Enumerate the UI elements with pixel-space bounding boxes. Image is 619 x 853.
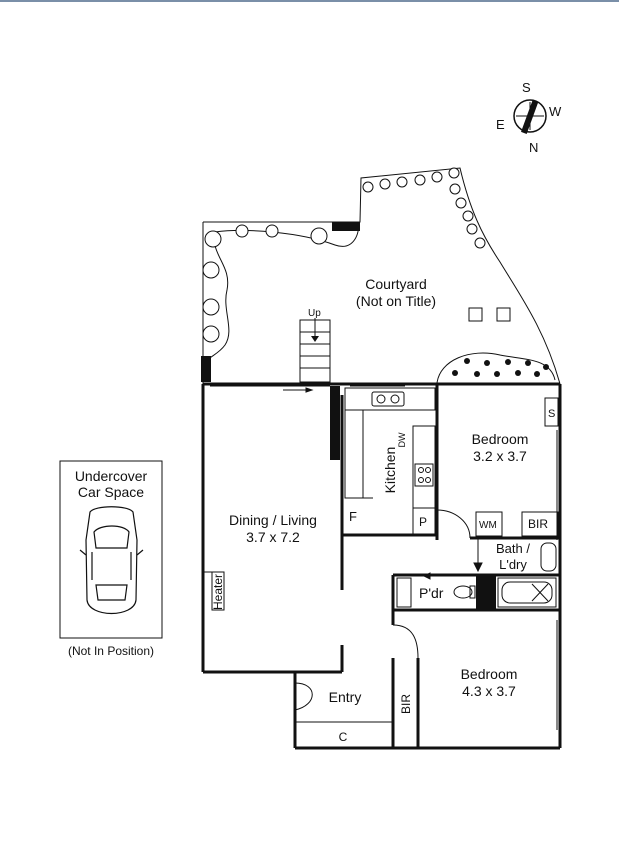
- pantry-label: P: [419, 515, 427, 529]
- courtyard-label: Courtyard: [365, 276, 426, 292]
- compass: S W E N: [496, 80, 562, 155]
- wm-label: WM: [479, 520, 497, 531]
- arrow-left-icon: [422, 572, 431, 580]
- kitchen-label: Kitchen: [382, 447, 398, 494]
- courtyard-note: (Not on Title): [356, 293, 436, 309]
- bedroom2-label: Bedroom: [461, 666, 518, 682]
- plant-icons: [202, 167, 486, 343]
- arrow-down-icon: [473, 562, 483, 573]
- dining-living-label: Dining / Living: [229, 512, 317, 528]
- house-walls: [201, 382, 562, 750]
- carspace-note: (Not In Position): [68, 644, 154, 658]
- compass-e: E: [496, 117, 505, 132]
- car-icon: [79, 506, 144, 615]
- compass-s: S: [522, 80, 531, 95]
- heater-label: Heater: [211, 574, 225, 610]
- stairs: Up: [299, 308, 331, 383]
- car-space: Undercover Car Space (Not In Position): [59, 460, 163, 658]
- thin-lines: [203, 385, 558, 730]
- carspace-label-1: Undercover: [75, 468, 148, 484]
- shrub-dots: [452, 358, 549, 377]
- bir1-label: BIR: [528, 517, 548, 531]
- bath-label: Bath /: [496, 541, 530, 556]
- bedroom1-size: 3.2 x 3.7: [473, 448, 527, 464]
- compass-n: N: [529, 140, 538, 155]
- top-border: [0, 0, 619, 2]
- bedroom2-size: 4.3 x 3.7: [462, 683, 516, 699]
- courtyard-area: Up Courtyard (Not on Title): [201, 167, 561, 385]
- compass-needle-icon: [521, 99, 539, 134]
- arrow-down-icon: [311, 336, 319, 342]
- carspace-label-2: Car Space: [78, 484, 144, 500]
- cupboard-label: C: [339, 730, 348, 744]
- entry-label: Entry: [329, 689, 362, 705]
- laundry-label: L'dry: [499, 557, 527, 572]
- dining-living-size: 3.7 x 7.2: [246, 529, 300, 545]
- compass-w: W: [549, 104, 562, 119]
- kitchen-fixtures: [344, 387, 436, 536]
- fridge-label: F: [349, 509, 357, 524]
- shelf-label: S: [548, 408, 555, 420]
- stairs-label: Up: [308, 308, 321, 319]
- bedroom1-label: Bedroom: [472, 431, 529, 447]
- bir2-label: BIR: [399, 694, 413, 714]
- powder-label: P'dr: [419, 585, 444, 601]
- bathtub: [497, 577, 557, 608]
- dishwasher-label: DW: [397, 432, 407, 447]
